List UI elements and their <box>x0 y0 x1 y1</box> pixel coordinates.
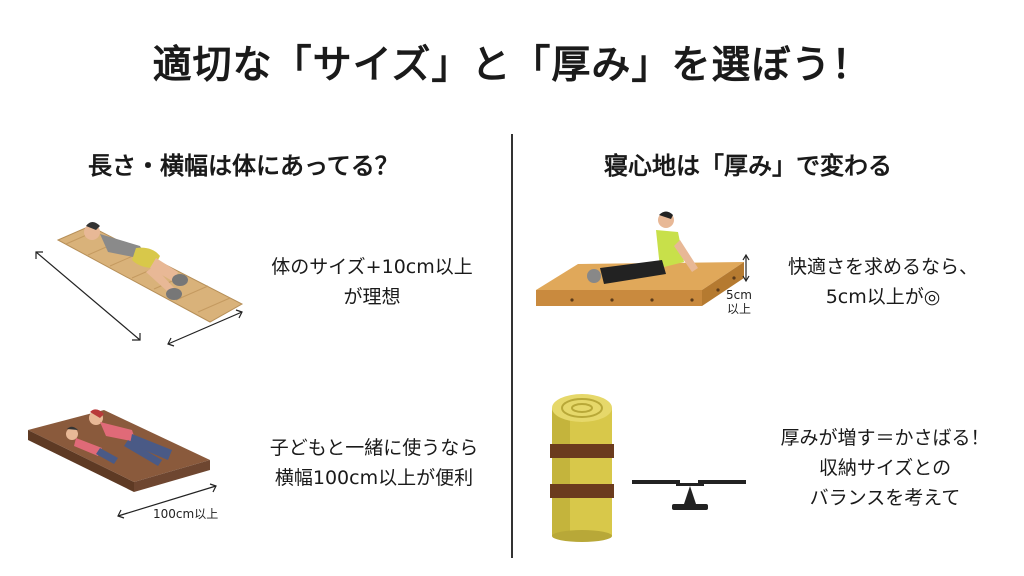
thickness-label-line-1: 5cm <box>726 288 752 302</box>
page-title: 適切な「サイズ」と「厚み」を選ぼう！ <box>152 43 872 88</box>
thickness-label-line-2: 以上 <box>726 302 751 316</box>
parent-child-on-mat-illustration <box>28 409 217 519</box>
left-tip-2-line-1: 子どもと一緒に使うなら <box>269 437 479 459</box>
left-tip-2: 子どもと一緒に使うなら 横幅100cm以上が便利 <box>242 433 506 493</box>
left-tip-1-line-1: 体のサイズ+10cm以上 <box>271 256 473 278</box>
right-tip-2-line-2: 収納サイズとの <box>818 457 952 479</box>
left-heading: 長さ・横幅は体にあってる？ <box>88 152 399 180</box>
right-tip-2-line-3: バランスを考えて <box>809 487 961 509</box>
right-tip-1: 快適さを求めるなら、 5cm以上が◎ <box>768 252 998 312</box>
balance-scale-icon <box>632 480 746 510</box>
rolled-mat-illustration <box>550 394 614 542</box>
thickness-arrow <box>742 253 750 283</box>
right-heading: 寝心地は「厚み」で変わる <box>604 152 892 180</box>
left-tip-2-line-2: 横幅100cm以上が便利 <box>274 467 474 489</box>
left-tip-1-line-2: が理想 <box>343 286 401 308</box>
right-tip-1-line-1: 快適さを求めるなら、 <box>787 256 978 278</box>
thickness-label: 5cm 以上 <box>726 288 752 316</box>
width-label: 100cm以上 <box>153 507 219 521</box>
right-tip-2: 厚みが増す＝かさばる！ 収納サイズとの バランスを考えて <box>760 423 1010 513</box>
left-tip-1: 体のサイズ+10cm以上 が理想 <box>252 252 492 312</box>
right-tip-1-line-2: 5cm以上が◎ <box>825 286 941 308</box>
sitting-person-on-thick-mat-illustration <box>536 211 744 306</box>
right-tip-2-line-1: 厚みが増す＝かさばる！ <box>780 427 990 449</box>
center-divider <box>511 134 513 558</box>
lying-person-on-mat-illustration <box>35 222 244 347</box>
